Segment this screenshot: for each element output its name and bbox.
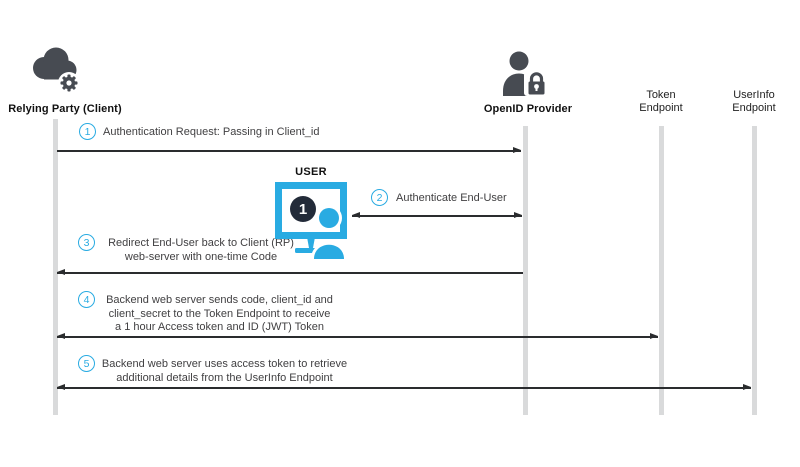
step-2-number: 2 bbox=[371, 189, 388, 206]
userinfo-endpoint-label: UserInfo Endpoint bbox=[732, 89, 776, 114]
lifeline-relying-party bbox=[53, 119, 58, 415]
arrowhead-left bbox=[57, 384, 65, 390]
arrowhead-right bbox=[650, 333, 658, 339]
monitor-user-icon: 1 bbox=[274, 181, 354, 259]
arrow-line bbox=[57, 387, 751, 389]
arrow-line bbox=[57, 150, 521, 152]
step-1-text: Authentication Request: Passing in Clien… bbox=[103, 126, 319, 140]
step-4-line: a 1 hour Access token and ID (JWT) Token bbox=[115, 321, 324, 333]
arrow-step-4 bbox=[57, 332, 658, 341]
user-label: USER bbox=[295, 166, 327, 178]
step-2-text: Authenticate End-User bbox=[396, 192, 507, 206]
arrowhead-left bbox=[57, 333, 65, 339]
step-3-line: web-server with one-time Code bbox=[124, 250, 278, 263]
cloud-gear-icon bbox=[31, 46, 81, 94]
arrowhead-right bbox=[743, 384, 751, 390]
step-4-text: Backend web server sends code, client_id… bbox=[97, 294, 342, 335]
step-1-number: 1 bbox=[79, 123, 96, 140]
arrow-line bbox=[57, 272, 523, 274]
token-endpoint-label: Token Endpoint bbox=[639, 89, 683, 114]
step-5-text: Backend web server uses access token to … bbox=[97, 358, 352, 385]
step-5-line: Backend web server uses access token to … bbox=[101, 358, 348, 370]
arrow-step-2 bbox=[352, 211, 522, 220]
arrowhead-left bbox=[57, 269, 65, 275]
arrow-step-1 bbox=[57, 146, 521, 155]
step-4-number: 4 bbox=[78, 291, 95, 308]
arrowhead-left bbox=[352, 212, 360, 218]
lifeline-token-endpoint bbox=[659, 126, 664, 415]
arrowhead-right bbox=[513, 147, 521, 153]
openid-provider-label: OpenID Provider bbox=[483, 103, 573, 115]
step-3-number: 3 bbox=[78, 234, 95, 251]
step-3-text: Redirect End-User back to Client (RP) we… bbox=[95, 237, 307, 264]
lifeline-openid-provider bbox=[523, 126, 528, 415]
arrow-step-3 bbox=[57, 268, 523, 277]
step-5-line: additional details from the UserInfo End… bbox=[116, 371, 333, 384]
step-4-line: Backend web server sends code, client_id… bbox=[106, 294, 333, 306]
step-2-line: Authenticate End-User bbox=[396, 192, 507, 204]
step-4-line: client_secret to the Token Endpoint to r… bbox=[108, 307, 331, 320]
step-1-line: Authentication Request: Passing in Clien… bbox=[103, 126, 320, 138]
monitor-screen-badge: 1 bbox=[299, 201, 307, 218]
lifeline-userinfo-endpoint bbox=[752, 126, 757, 415]
arrow-line bbox=[352, 215, 522, 217]
arrow-step-5 bbox=[57, 383, 751, 392]
arrowhead-right bbox=[514, 212, 522, 218]
relying-party-label: Relying Party (Client) bbox=[8, 103, 122, 115]
step-3-line: Redirect End-User back to Client (RP) bbox=[108, 237, 294, 249]
arrow-line bbox=[57, 336, 658, 338]
step-5-number: 5 bbox=[78, 355, 95, 372]
user-lock-icon bbox=[502, 51, 548, 96]
